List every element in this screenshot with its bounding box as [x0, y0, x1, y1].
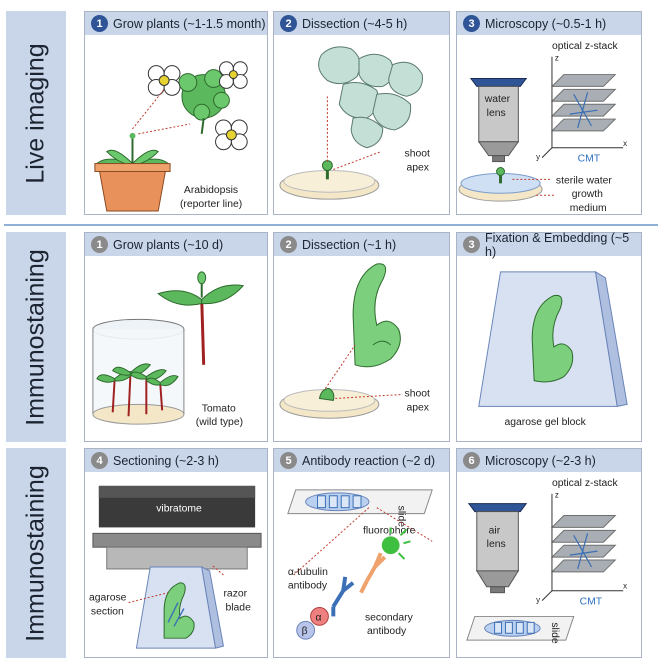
section-label-live-imaging: Live imaging: [6, 11, 66, 215]
agarose-block-icon: [478, 270, 628, 407]
panel-grow-plants-arabidopsis: 1 Grow plants (~1-1.5 month): [84, 11, 268, 215]
water-lens-microscopy-illustration: optical z-stack z x y CMT wa: [458, 41, 627, 214]
svg-text:antibody: antibody: [288, 581, 328, 592]
step-number-badge: 2: [280, 15, 297, 32]
panel-fixation-embedding: 3 Fixation & Embedding (~5 h) agarose gel…: [456, 230, 642, 442]
seedling-icon: [157, 271, 245, 365]
svg-text:shoot: shoot: [405, 149, 430, 160]
svg-text:section: section: [91, 606, 124, 617]
panel-title: Antibody reaction (~2 d): [302, 453, 436, 468]
panel-dissection-live: 2 Dissection (~4-5 h) shoot apex: [273, 11, 450, 215]
svg-text:blade: blade: [225, 602, 251, 613]
z-stack-icon: z x y: [536, 491, 627, 605]
panel-title: Microscopy (~0.5-1 h): [485, 16, 607, 31]
svg-text:(reporter line): (reporter line): [180, 199, 242, 210]
microscope-slide-icon: [466, 615, 575, 641]
svg-text:optical z-stack: optical z-stack: [552, 41, 619, 52]
panel-title: Microscopy (~2-3 h): [485, 453, 596, 468]
step-number-badge: 1: [91, 15, 108, 32]
step-number-badge: 6: [463, 452, 480, 469]
svg-text:antibody: antibody: [367, 626, 407, 637]
panel-title: Dissection (~4-5 h): [302, 16, 408, 31]
panel-title: Grow plants (~10 d): [113, 237, 224, 252]
svg-text:fluorophore: fluorophore: [363, 525, 416, 536]
panel-microscopy-live: 3 Microscopy (~0.5-1 h) optical z-stack z…: [456, 11, 642, 215]
svg-text:(wild type): (wild type): [196, 417, 243, 428]
svg-text:y: y: [536, 153, 540, 162]
svg-text:α: α: [316, 612, 322, 623]
panel-title: Grow plants (~1-1.5 month): [113, 16, 266, 31]
tomato-apex-dissection-illustration: shoot apex: [279, 263, 430, 419]
svg-text:shoot: shoot: [405, 388, 430, 399]
svg-text:α-tubulin: α-tubulin: [288, 567, 328, 578]
svg-text:x: x: [623, 582, 627, 591]
svg-text:β: β: [302, 626, 308, 637]
svg-text:CMT: CMT: [578, 154, 601, 165]
svg-text:slide: slide: [396, 506, 407, 528]
flower-cluster-icon: [147, 61, 248, 151]
svg-text:lens: lens: [487, 108, 506, 119]
water-lens-objective-icon: [469, 78, 528, 163]
shoot-apex-dissection-illustration: shoot apex: [279, 46, 430, 200]
svg-text:slide: slide: [549, 622, 560, 644]
panel-antibody-reaction: 5 Antibody reaction (~2 d) slide fluoroph…: [273, 448, 450, 658]
svg-text:z: z: [555, 491, 559, 500]
air-lens-microscopy-illustration: optical z-stack z x y CMT ai: [466, 478, 627, 644]
vibratome-sectioning-illustration: vibratome agarose section razor blade: [89, 485, 262, 649]
svg-text:Tomato: Tomato: [202, 403, 236, 414]
svg-text:agarose: agarose: [89, 593, 127, 604]
svg-text:x: x: [623, 139, 627, 148]
svg-text:lens: lens: [487, 539, 506, 550]
svg-text:air: air: [489, 525, 501, 536]
svg-text:z: z: [555, 54, 559, 63]
svg-text:optical z-stack: optical z-stack: [552, 478, 619, 489]
agarose-block-illustration: agarose gel block: [478, 270, 628, 428]
z-stack-icon: z x y: [536, 54, 627, 162]
section-label-immunostaining-1: Immunostaining: [6, 232, 66, 442]
shoot-apex-icon: [352, 263, 401, 368]
step-number-badge: 4: [91, 452, 108, 469]
svg-text:Arabidopsis: Arabidopsis: [184, 185, 238, 196]
step-number-badge: 1: [91, 236, 108, 253]
step-number-badge: 3: [463, 236, 480, 253]
svg-text:apex: apex: [406, 402, 429, 413]
arabidopsis-illustration: Arabidopsis (reporter line): [94, 61, 248, 212]
growth-container-icon: [92, 318, 185, 425]
svg-text:CMT: CMT: [580, 597, 603, 608]
section-divider: [4, 224, 658, 226]
svg-text:agarose gel block: agarose gel block: [504, 417, 586, 428]
antibody-reaction-illustration: slide fluorophore α β α-tubulin antibody…: [287, 489, 433, 640]
air-lens-objective-icon: [467, 503, 528, 594]
step-number-badge: 3: [463, 15, 480, 32]
agarose-section-icon: [135, 566, 225, 649]
panel-dissection-immuno: 2 Dissection (~1 h) shoot apex: [273, 232, 450, 442]
panel-microscopy-immuno: 6 Microscopy (~2-3 h) optical z-stack z x…: [456, 448, 642, 658]
panel-title: Fixation & Embedding (~5 h): [485, 230, 630, 259]
panel-sectioning: 4 Sectioning (~2-3 h) vibratome agarose s…: [84, 448, 268, 658]
svg-text:apex: apex: [406, 162, 429, 173]
svg-text:vibratome: vibratome: [156, 504, 202, 515]
antibody-complex-icon: [296, 527, 411, 640]
tomato-seedlings-illustration: Tomato (wild type): [92, 271, 245, 428]
step-number-badge: 2: [280, 236, 297, 253]
microscope-slide-icon: [287, 489, 433, 515]
svg-text:water: water: [484, 94, 511, 105]
potted-plant-icon: [94, 132, 171, 212]
step-number-badge: 5: [280, 452, 297, 469]
svg-text:medium: medium: [570, 203, 607, 214]
svg-text:y: y: [536, 596, 540, 605]
svg-text:razor: razor: [223, 589, 247, 600]
vibratome-icon: [92, 485, 262, 570]
meristem-cells-icon: [318, 46, 423, 149]
section-label-immunostaining-2: Immunostaining: [6, 448, 66, 658]
svg-text:sterile water: sterile water: [556, 175, 612, 186]
svg-text:secondary: secondary: [365, 612, 414, 623]
panel-title: Dissection (~1 h): [302, 237, 397, 252]
svg-text:growth: growth: [572, 189, 603, 200]
panel-title: Sectioning (~2-3 h): [113, 453, 219, 468]
